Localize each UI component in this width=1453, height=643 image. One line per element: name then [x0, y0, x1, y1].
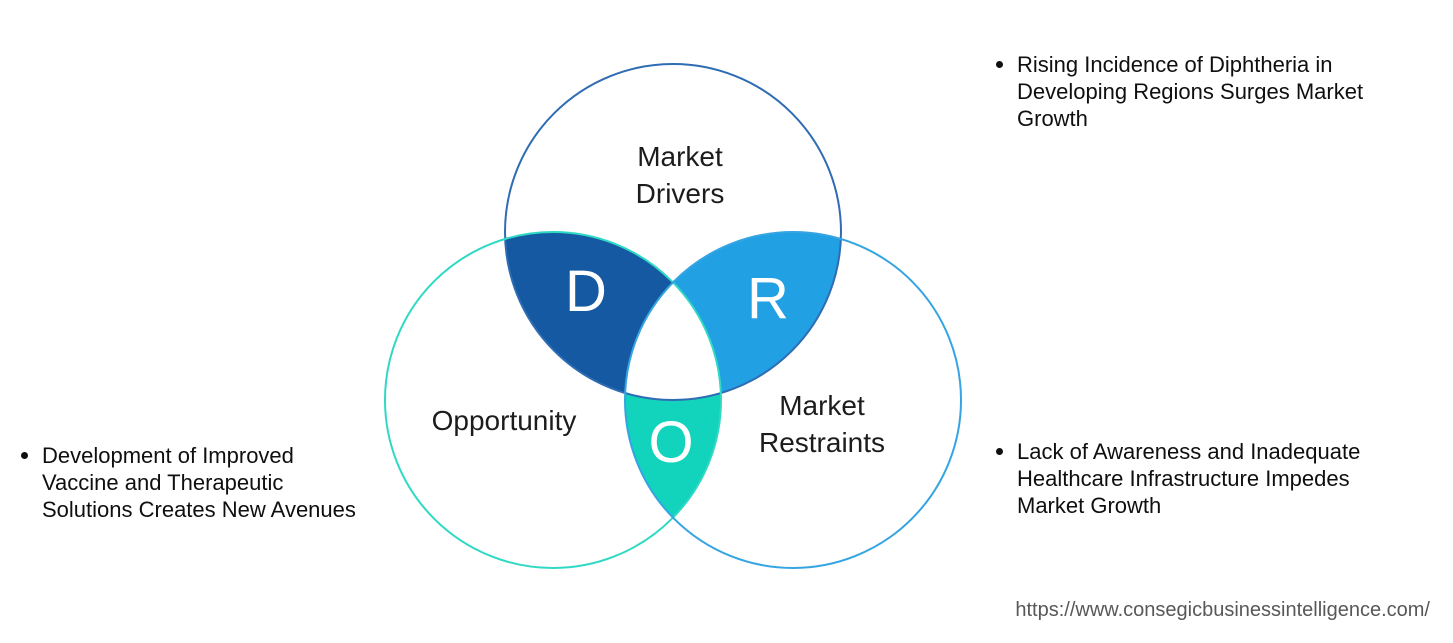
restraints-circle-outline: [624, 231, 962, 569]
drivers-circle-outline: [504, 63, 842, 401]
drivers-label-line2: Drivers: [636, 178, 725, 209]
opportunity-bullet-line1: Development of Improved: [42, 443, 294, 468]
bullet-dot: [996, 448, 1003, 455]
restraints-bullet-line2: Healthcare Infrastructure Impedes: [1017, 466, 1350, 491]
restraints-bullet-text: Lack of Awareness and Inadequate Healthc…: [1017, 438, 1360, 519]
drivers-bullet-item: Rising Incidence of Diphtheria in Develo…: [992, 51, 1363, 132]
drivers-bullet-line1: Rising Incidence of Diphtheria in: [1017, 52, 1333, 77]
opportunity-label: Opportunity: [432, 405, 577, 436]
opportunity-bullet-text: Development of Improved Vaccine and Ther…: [42, 442, 356, 523]
opportunity-bullet-line2: Vaccine and Therapeutic: [42, 470, 284, 495]
restraints-bullet-item: Lack of Awareness and Inadequate Healthc…: [992, 438, 1360, 519]
opportunity-circle-outline: [384, 231, 722, 569]
source-url[interactable]: https://www.consegicbusinessintelligence…: [1015, 599, 1430, 621]
restraints-bullet-line1: Lack of Awareness and Inadequate: [1017, 439, 1361, 464]
drivers-bullet-line2: Developing Regions Surges Market: [1017, 79, 1364, 104]
opportunity-bullet-line3: Solutions Creates New Avenues: [42, 497, 356, 522]
bullet-dot: [996, 61, 1003, 68]
restraints-label-line2: Restraints: [759, 427, 885, 458]
r-letter: R: [747, 266, 789, 331]
drivers-label-line1: Market: [637, 141, 723, 172]
drivers-bullet-line3: Growth: [1017, 106, 1088, 131]
opportunity-restraints-overlap-region: [385, 232, 721, 568]
restraints-bullet-line3: Market Growth: [1017, 493, 1162, 518]
d-letter: D: [565, 259, 607, 324]
opportunity-bullet-item: Development of Improved Vaccine and Ther…: [17, 442, 356, 523]
drivers-bullet-text: Rising Incidence of Diphtheria in Develo…: [1017, 51, 1363, 132]
o-letter: O: [648, 410, 693, 475]
bullet-dot: [21, 452, 28, 459]
restraints-label-line1: Market: [779, 390, 865, 421]
